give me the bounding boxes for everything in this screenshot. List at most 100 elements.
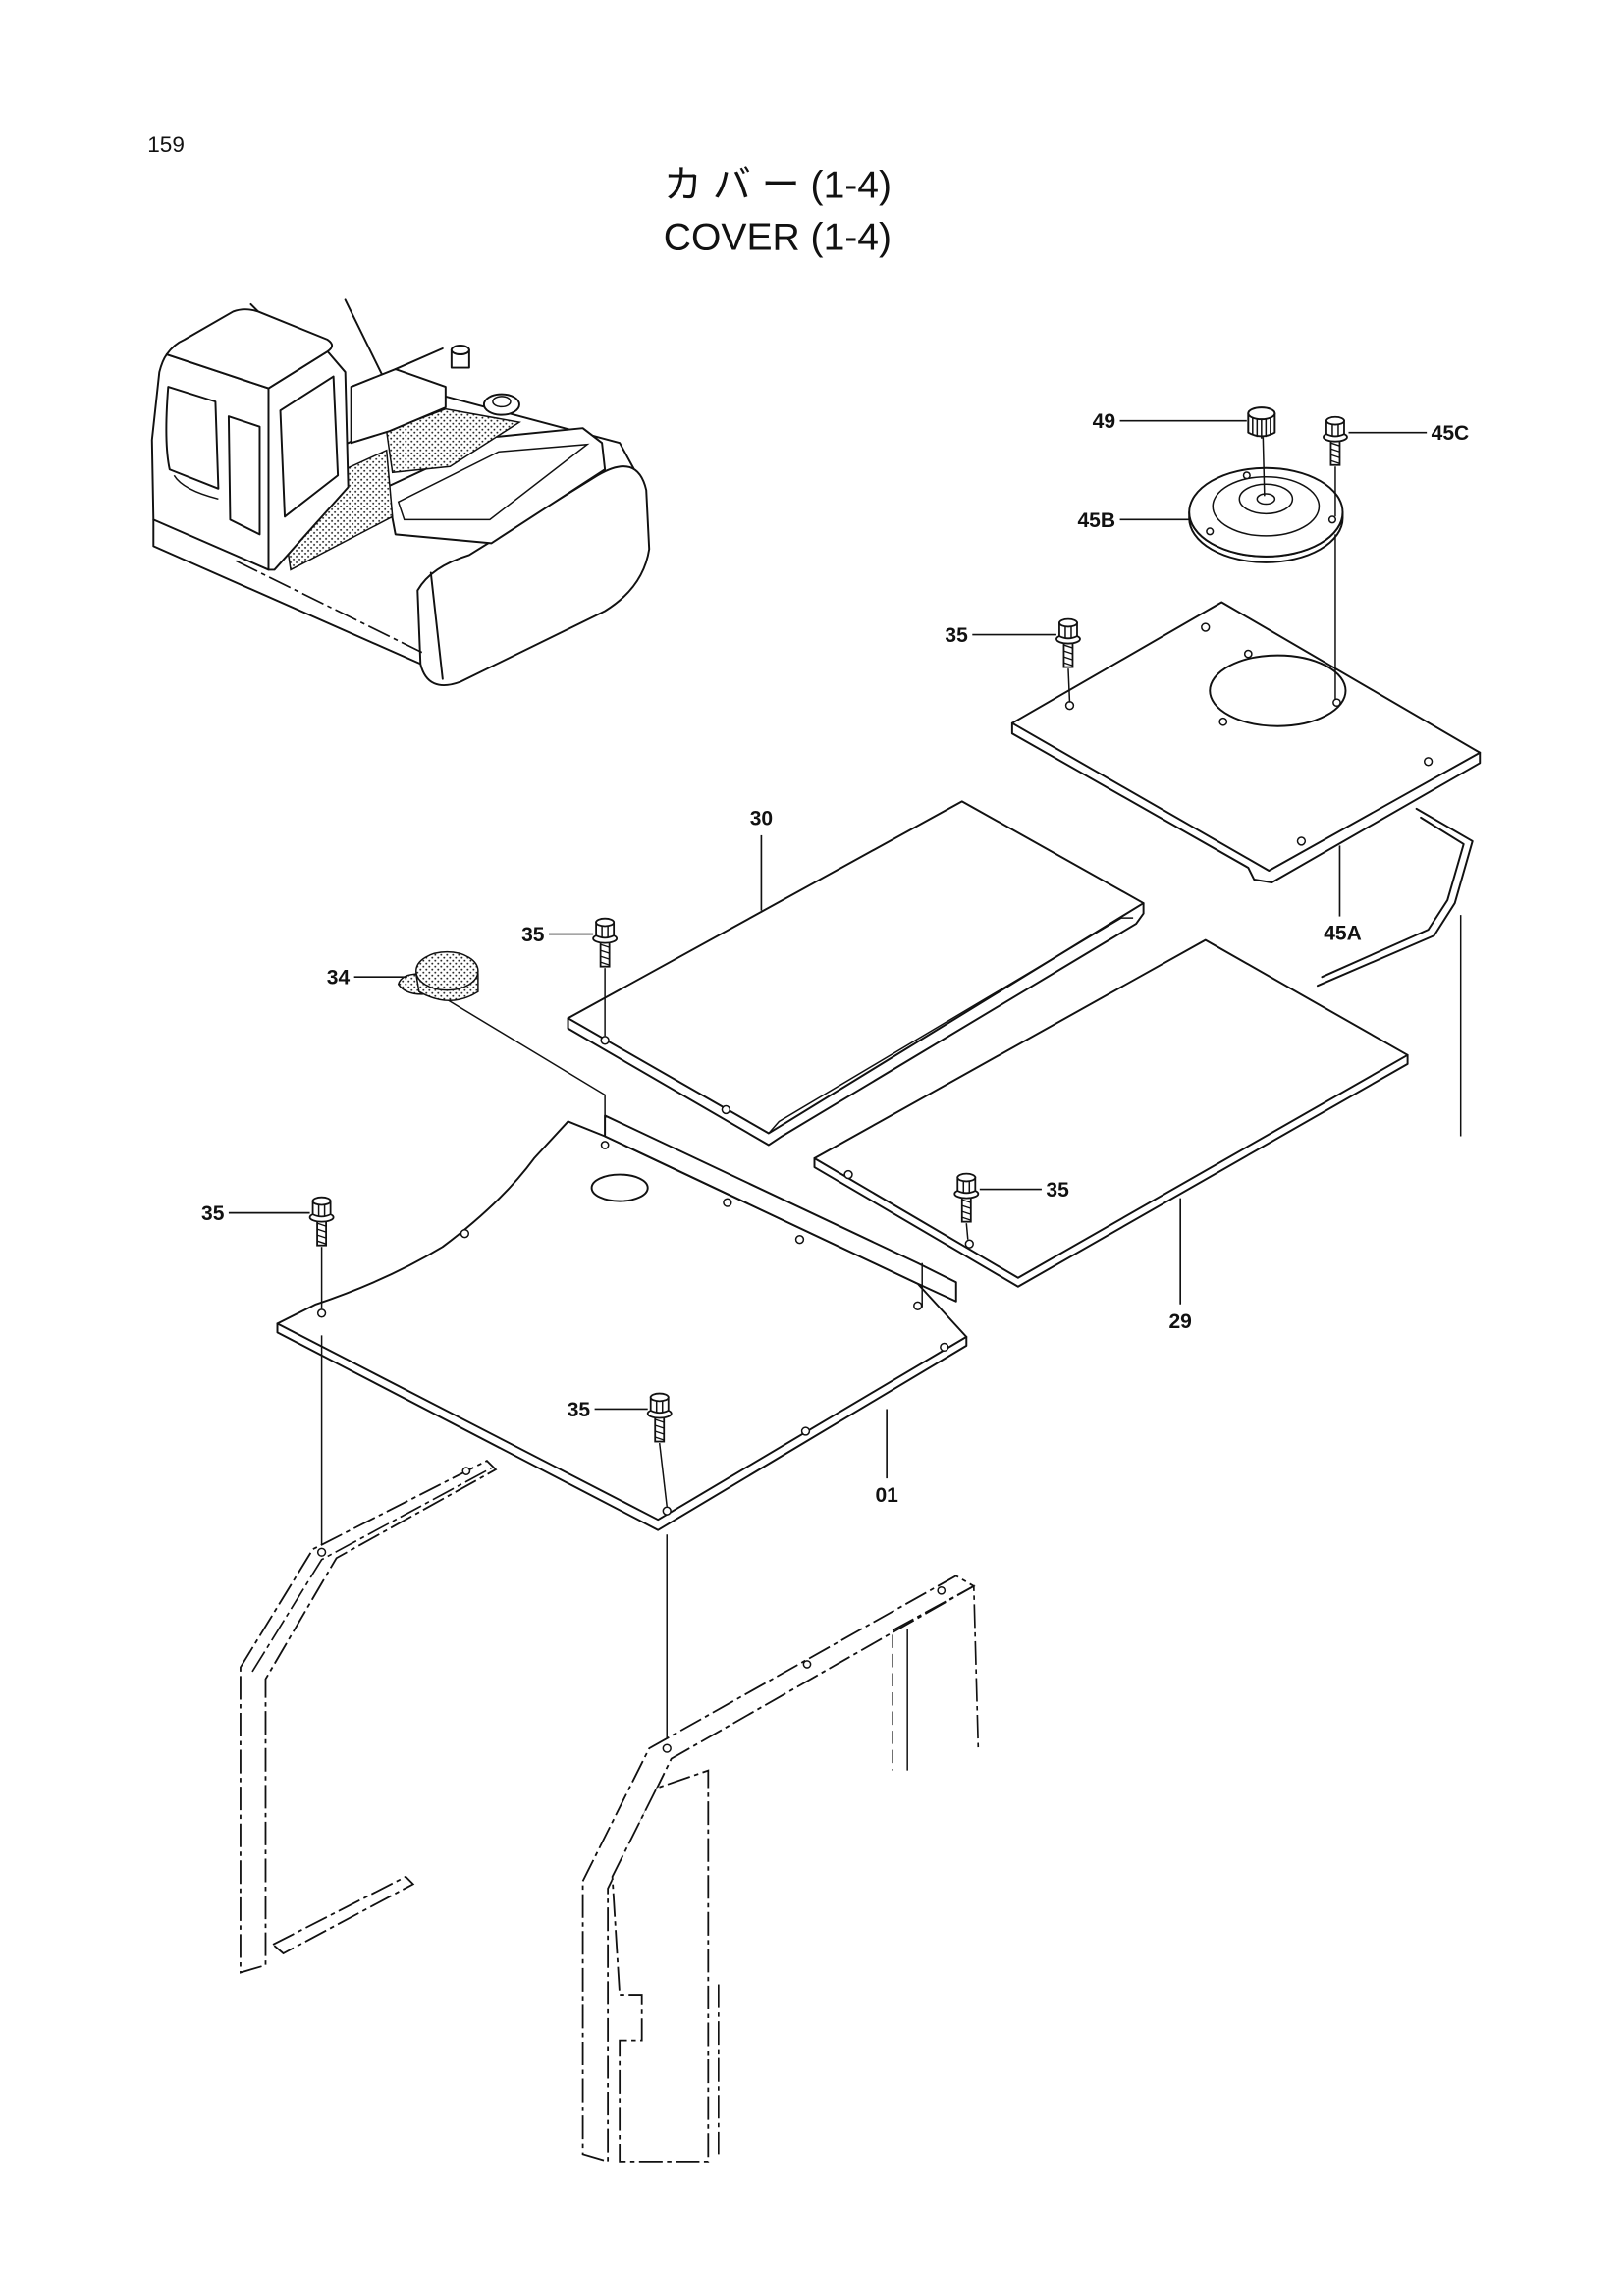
mounting-hole: [1206, 527, 1215, 536]
callout-leaders: [228, 419, 1428, 1479]
bolt-35-icon: [308, 1196, 335, 1247]
callout-45C: 45C: [1432, 422, 1470, 445]
mounting-hole: [662, 1506, 672, 1516]
mounting-hole: [723, 1198, 732, 1207]
plate-top-face: [276, 1120, 968, 1522]
plate-top-face: [1010, 601, 1482, 872]
cab-door-window: [227, 415, 261, 536]
mounting-hole: [913, 1301, 923, 1310]
mounting-hole: [1243, 649, 1253, 659]
plate-top-face: [567, 800, 1145, 1135]
mounting-hole: [1218, 717, 1228, 726]
mounting-hole: [1201, 622, 1211, 632]
assembly-line: [965, 1223, 969, 1240]
mounting-hole: [800, 1426, 811, 1436]
fuel-cap-top: [450, 345, 470, 356]
handrail: [394, 347, 444, 371]
side-bracket: [1316, 807, 1474, 1137]
mounting-hole: [316, 1547, 327, 1557]
frame-edge: [251, 1467, 492, 1673]
plug-knurl: [1252, 417, 1271, 439]
plug-top: [1247, 406, 1276, 421]
cab-front-window: [165, 386, 220, 490]
page-number: 159: [147, 133, 185, 157]
cap-top: [415, 950, 479, 991]
page-title-japanese: カ バ ー (1-4): [664, 165, 892, 207]
bracket-outline: [1316, 807, 1474, 988]
support-frame-right: [581, 1575, 980, 2163]
plate-fold-line: [768, 917, 1134, 1134]
mounting-hole: [843, 1169, 853, 1180]
part-45B-cover-disc: [1188, 466, 1344, 563]
callout-34: 34: [327, 967, 351, 989]
callout-35: 35: [1046, 1179, 1069, 1201]
body-side-line: [236, 560, 423, 654]
frame-outline: [581, 1575, 976, 2163]
cab-roof: [165, 308, 334, 390]
frame-rear-post: [892, 1584, 980, 1749]
engine-hood: [385, 427, 607, 545]
mounting-hole: [600, 1036, 610, 1045]
frame-bottom-rail: [271, 1875, 415, 1955]
mounting-hole: [1296, 836, 1307, 846]
filler-cap-inner: [492, 396, 512, 408]
mounting-hole: [802, 1660, 812, 1669]
counterweight: [416, 465, 651, 686]
mounting-hole: [461, 1467, 471, 1475]
mounting-hole: [964, 1239, 974, 1249]
mounting-hole: [1242, 471, 1251, 480]
disc-ring: [1212, 476, 1321, 537]
callout-35: 35: [201, 1202, 225, 1225]
frame-outline: [240, 1459, 498, 1974]
mounting-hole: [937, 1585, 947, 1595]
assembly-line: [658, 1442, 668, 1507]
mounting-hole: [460, 1228, 470, 1239]
callout-35: 35: [945, 624, 968, 647]
part-45A-cover-plate: [1010, 601, 1482, 883]
cab-door-handle: [173, 474, 219, 501]
callout-45A: 45A: [1324, 923, 1362, 945]
frame-inner-panel: [611, 1769, 710, 2163]
part-01-cover-plate: [276, 1114, 968, 1531]
page-title-english: COVER (1-4): [664, 216, 892, 258]
mounting-hole: [600, 1141, 610, 1149]
plate-flange: [604, 1114, 957, 1303]
mounting-hole: [940, 1342, 949, 1353]
plate-opening: [590, 1173, 649, 1202]
cab-side-window: [279, 375, 340, 518]
mounting-hole: [316, 1308, 327, 1318]
callout-45B: 45B: [1077, 509, 1115, 532]
callout-30: 30: [750, 807, 773, 829]
part-30-cover-plate: [567, 800, 1145, 1147]
part-49-plug: [1247, 406, 1276, 497]
part-45C-bolt-icon: [1323, 415, 1348, 466]
disc-center-hole: [1256, 493, 1276, 506]
boom-line: [344, 298, 390, 389]
filler-cap: [482, 393, 520, 416]
mounting-hole: [1332, 698, 1341, 708]
callout-49: 49: [1093, 410, 1115, 433]
engine-hood-panel: [397, 443, 590, 521]
mounting-hole: [721, 1104, 731, 1115]
bolt-35-icon: [592, 917, 619, 968]
plate-opening: [1209, 654, 1347, 727]
mounting-hole: [662, 1743, 672, 1753]
callout-35: 35: [568, 1399, 591, 1421]
counterweight-edge: [429, 571, 444, 680]
bracket-inner: [1321, 816, 1465, 979]
assembly-line: [1067, 668, 1071, 703]
mounting-hole: [794, 1235, 805, 1245]
disc-boss: [1238, 483, 1294, 515]
mounting-hole: [1064, 701, 1075, 711]
mounting-hole: [1423, 757, 1434, 767]
part-34-cap: [397, 950, 606, 1181]
excavator-overview-illustration: [150, 298, 651, 686]
callout-35: 35: [521, 924, 545, 946]
support-frame-left: [240, 1459, 498, 1974]
callout-01: 01: [875, 1484, 898, 1507]
callout-29: 29: [1168, 1310, 1191, 1333]
mounting-hole: [1327, 515, 1337, 524]
disc-face: [1188, 466, 1344, 558]
bolt-35-icon: [1055, 617, 1081, 668]
